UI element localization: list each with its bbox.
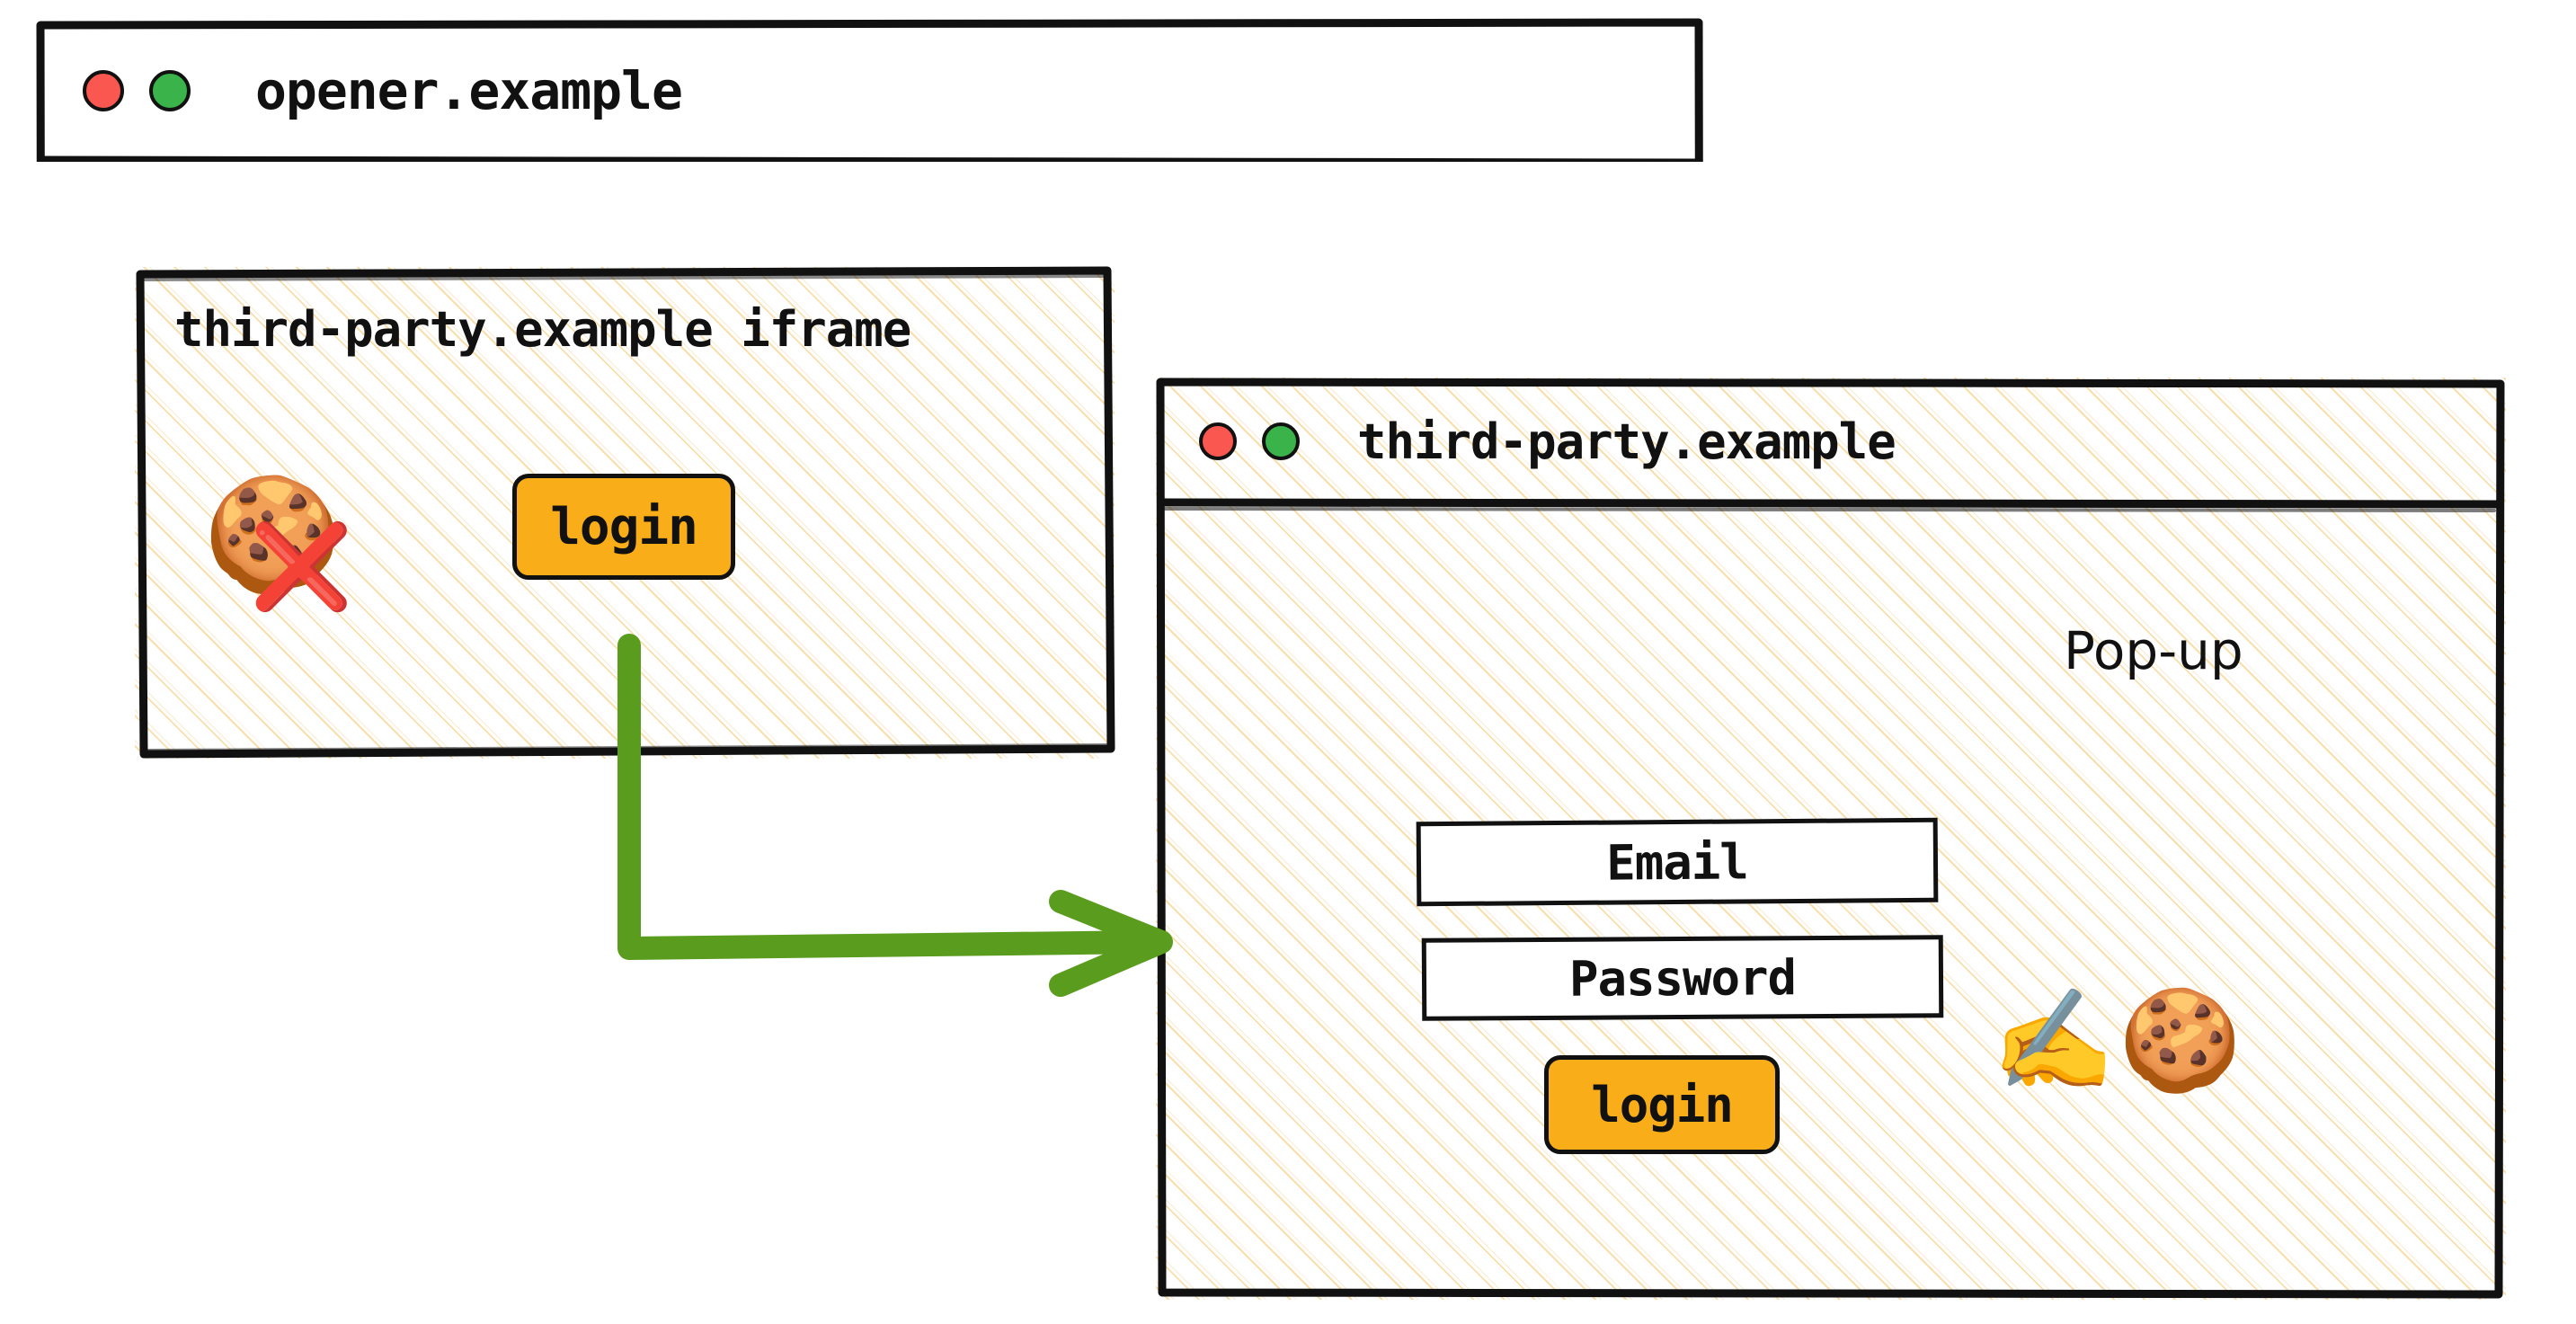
cross-mark-icon: ❌ (250, 519, 353, 615)
popup-annotation-label: Pop-up (2064, 620, 2243, 681)
popup-window-title: third-party.example (1357, 413, 1896, 470)
popup-titlebar: third-party.example (1156, 378, 2506, 505)
password-field[interactable]: Password (1421, 935, 1944, 1021)
cookie-icon: 🍪 (203, 470, 342, 600)
iframe-login-button[interactable]: login (512, 474, 735, 580)
iframe-label: third-party.example iframe (174, 301, 911, 358)
popup-login-button[interactable]: login (1544, 1055, 1780, 1154)
close-button[interactable] (83, 70, 124, 111)
opener-titlebar: opener.example (36, 20, 1704, 162)
cookie-signing-illustration: ✍️ 🍪 (1992, 991, 2242, 1089)
email-field[interactable]: Email (1416, 817, 1939, 907)
cookie-icon: 🍪 (2118, 982, 2242, 1097)
writing-hand-icon: ✍️ (1992, 982, 2115, 1097)
popup-browser-window: third-party.example Pop-up Email Passwor… (1156, 378, 2506, 1300)
popup-window-body: Pop-up Email Password login ✍️ 🍪 (1156, 505, 2506, 1300)
maximize-button[interactable] (149, 70, 191, 111)
maximize-button[interactable] (1262, 422, 1300, 460)
blocked-cookie-icon: 🍪 ❌ (203, 479, 374, 650)
opener-window-title: opener.example (255, 60, 683, 121)
close-button[interactable] (1199, 422, 1237, 460)
third-party-iframe: third-party.example iframe 🍪 ❌ login (135, 266, 1115, 759)
